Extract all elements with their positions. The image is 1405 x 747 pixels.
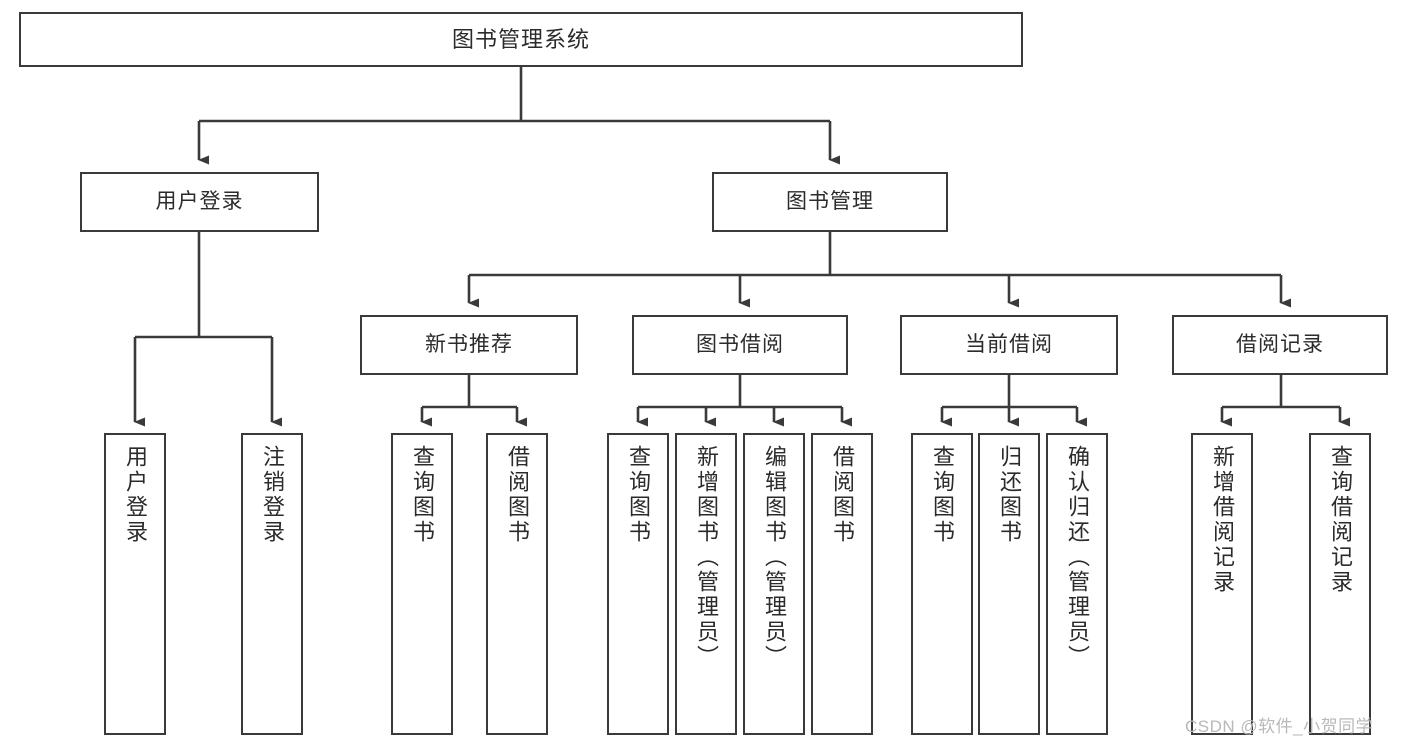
leaf-add-borrow-record[interactable]: 新增借阅记录 — [1191, 433, 1253, 735]
node-current-borrow[interactable]: 当前借阅 — [900, 315, 1118, 375]
leaf-query-book-borrow[interactable]: 查询图书 — [607, 433, 669, 735]
node-user-login[interactable]: 用户登录 — [80, 172, 319, 232]
leaf-borrow-book-newbook[interactable]: 借阅图书 — [486, 433, 548, 735]
node-label: 用户登录 — [155, 189, 244, 213]
node-label: 新增图书（管理员） — [694, 445, 719, 670]
leaf-confirm-return-admin[interactable]: 确认归还（管理员） — [1046, 433, 1108, 735]
node-label: 当前借阅 — [965, 332, 1053, 356]
node-label: 新书推荐 — [425, 332, 513, 356]
leaf-add-book-admin[interactable]: 新增图书（管理员） — [675, 433, 737, 735]
node-label: 查询图书 — [930, 445, 955, 545]
node-label: 编辑图书（管理员） — [762, 445, 787, 670]
leaf-edit-book-admin[interactable]: 编辑图书（管理员） — [743, 433, 805, 735]
node-label: 图书管理 — [786, 189, 874, 213]
node-label: 图书借阅 — [696, 332, 784, 356]
leaf-query-book-current[interactable]: 查询图书 — [911, 433, 973, 735]
node-new-book-recommend[interactable]: 新书推荐 — [360, 315, 578, 375]
node-book-management[interactable]: 图书管理 — [712, 172, 948, 232]
node-label: 用户登录 — [123, 445, 148, 545]
node-label: 查询借阅记录 — [1328, 445, 1353, 595]
node-label: 借阅图书 — [505, 445, 530, 545]
leaf-query-book-newbook[interactable]: 查询图书 — [391, 433, 453, 735]
node-root-system[interactable]: 图书管理系统 — [19, 12, 1023, 67]
leaf-logout[interactable]: 注销登录 — [241, 433, 303, 735]
node-label: 新增借阅记录 — [1210, 445, 1235, 595]
watermark-text: CSDN @软件_小贺同学 — [1185, 717, 1374, 736]
node-label: 归还图书 — [997, 445, 1022, 545]
node-book-borrow[interactable]: 图书借阅 — [632, 315, 848, 375]
node-label: 图书管理系统 — [451, 26, 590, 52]
node-label: 借阅记录 — [1236, 332, 1324, 356]
leaf-query-borrow-record[interactable]: 查询借阅记录 — [1309, 433, 1371, 735]
node-borrow-record[interactable]: 借阅记录 — [1172, 315, 1388, 375]
node-label: 确认归还（管理员） — [1065, 445, 1090, 670]
node-label: 查询图书 — [626, 445, 651, 545]
node-label: 借阅图书 — [830, 445, 855, 545]
node-label: 查询图书 — [410, 445, 435, 545]
leaf-borrow-book[interactable]: 借阅图书 — [811, 433, 873, 735]
leaf-user-login[interactable]: 用户登录 — [104, 433, 166, 735]
leaf-return-book[interactable]: 归还图书 — [978, 433, 1040, 735]
node-label: 注销登录 — [260, 445, 285, 545]
